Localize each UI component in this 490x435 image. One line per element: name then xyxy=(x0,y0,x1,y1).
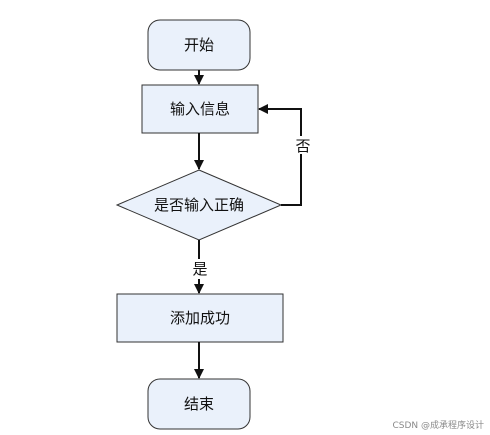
check-label: 是否输入正确 xyxy=(154,196,244,214)
edge-check-no-to-input xyxy=(258,104,302,206)
end-label: 结束 xyxy=(184,395,214,413)
yes-label-bg xyxy=(190,259,210,279)
start-node: 开始 xyxy=(147,19,251,71)
success-label: 添加成功 xyxy=(170,309,230,327)
edge-yes-label: 是 xyxy=(192,260,207,278)
edge-no-label: 否 xyxy=(295,137,310,155)
start-label: 开始 xyxy=(184,36,214,54)
end-node: 结束 xyxy=(147,378,251,430)
input-node: 输入信息 xyxy=(141,84,259,134)
check-node: 是否输入正确 xyxy=(115,169,283,241)
input-label: 输入信息 xyxy=(170,100,230,118)
no-label-bg xyxy=(294,136,312,154)
watermark: CSDN @成承程序设计 xyxy=(392,421,484,431)
success-node: 添加成功 xyxy=(116,293,284,343)
